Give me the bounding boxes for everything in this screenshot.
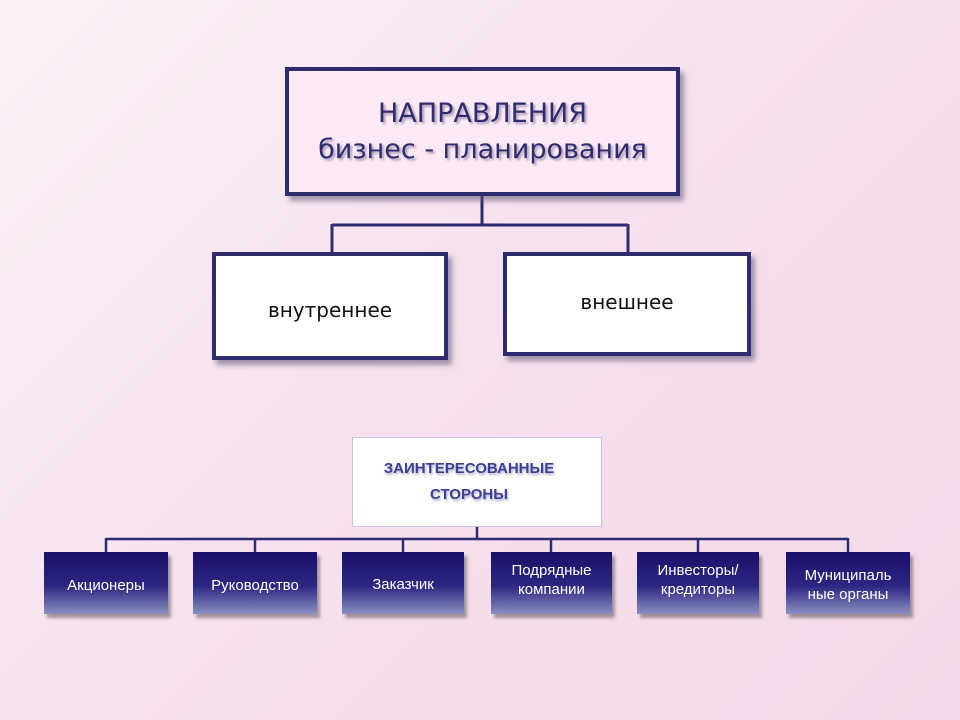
stakeholder-label-line1: Инвесторы/: [657, 562, 739, 579]
stakeholder-municipal-box: Муниципаль ные органы: [786, 552, 910, 614]
stakeholder-label-line1: Подрядные: [511, 562, 592, 579]
stakeholders-title-line1: ЗАИНТЕРЕСОВАННЫЕ: [383, 460, 555, 477]
stakeholder-label-line1: Руководство: [211, 576, 299, 594]
stakeholders-title-box: ЗАИНТЕРЕСОВАННЫЕ СТОРОНЫ: [352, 437, 602, 527]
stakeholder-customer-box: Заказчик: [342, 552, 464, 614]
direction-title-box: НАПРАВЛЕНИЯ бизнес - планирования: [285, 67, 680, 196]
direction-external-box: внешнее: [503, 252, 751, 356]
stakeholder-label-line2: ные органы: [807, 586, 889, 603]
direction-internal-label: внутреннее: [267, 298, 393, 322]
stakeholder-label-line1: Муниципаль: [804, 567, 892, 584]
stakeholder-label-line2: кредиторы: [660, 581, 736, 598]
stakeholder-label-line1: Заказчик: [372, 575, 434, 593]
stakeholder-management-box: Руководство: [193, 552, 317, 614]
stakeholder-label-line1: Акционеры: [67, 576, 145, 594]
stakeholder-investors-box: Инвесторы/ кредиторы: [637, 552, 759, 614]
direction-external-label: внешнее: [580, 290, 674, 314]
direction-title-line1: НАПРАВЛЕНИЯ: [378, 97, 587, 129]
stakeholder-label-line2: компании: [518, 581, 585, 598]
stakeholder-contractors-box: Подрядные компании: [491, 552, 612, 614]
direction-internal-box: внутреннее: [212, 252, 448, 360]
stakeholder-shareholders-box: Акционеры: [44, 552, 168, 614]
direction-title-line2: бизнес - планирования: [318, 133, 647, 165]
stakeholders-title-line2: СТОРОНЫ: [430, 486, 508, 503]
